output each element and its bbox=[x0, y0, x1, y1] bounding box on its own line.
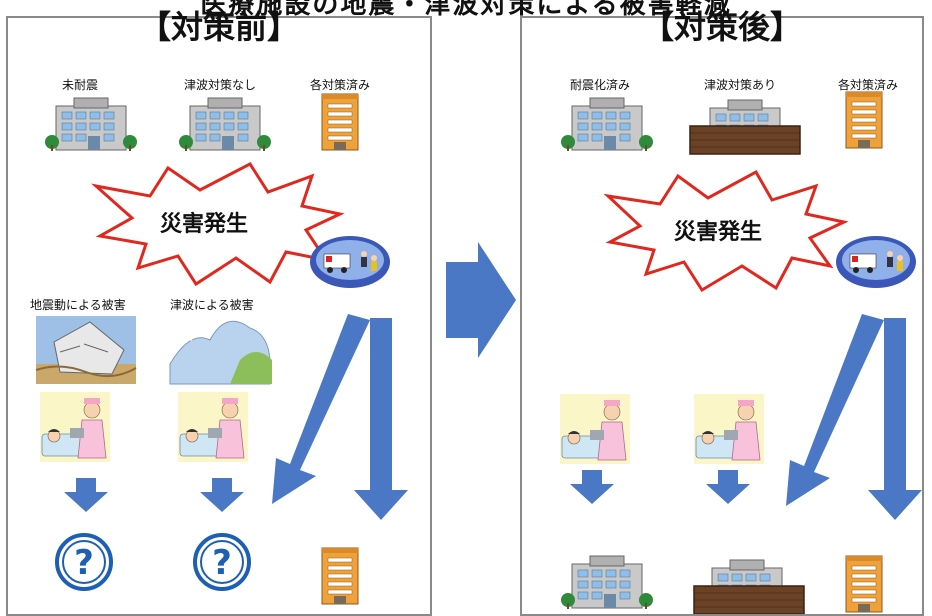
diagonal-arrow-before bbox=[272, 314, 370, 504]
building-no-tsunami-before bbox=[178, 97, 272, 152]
patient-scene-after-2 bbox=[693, 393, 765, 465]
rescue-image-after bbox=[835, 235, 917, 289]
tsunami-damage-image bbox=[168, 316, 272, 385]
building-orange-before bbox=[321, 93, 359, 151]
disaster-burst-after bbox=[603, 169, 849, 293]
center-arrow bbox=[446, 242, 516, 358]
after-title: 【対策後】 bbox=[641, 8, 802, 46]
top-title: 医療施設の地震・津波対策による被害軽減 bbox=[200, 0, 732, 20]
rescue-image-before bbox=[309, 235, 391, 289]
building-seawall-after bbox=[689, 99, 801, 155]
down-arrow-after-1 bbox=[570, 470, 614, 504]
question-icon-1 bbox=[55, 533, 113, 591]
vertical-arrow-before bbox=[354, 318, 408, 520]
building-reinforced-result bbox=[560, 555, 654, 610]
patient-scene-after-1 bbox=[559, 393, 631, 465]
building-orange-result-after bbox=[845, 555, 883, 613]
disaster-label-before: 災害発生 bbox=[160, 212, 249, 237]
label-unreinforced: 未耐震 bbox=[62, 78, 99, 92]
patient-scene-before-1 bbox=[39, 391, 111, 463]
label-no-tsunami-measure: 津波対策なし bbox=[184, 78, 257, 92]
label-tsunami-measure: 津波対策あり bbox=[704, 78, 777, 92]
label-all-measures-before: 各対策済み bbox=[310, 78, 371, 92]
down-arrow-before-2 bbox=[200, 478, 244, 512]
building-seawall-result bbox=[693, 559, 805, 614]
disaster-label-after: 災害発生 bbox=[674, 220, 763, 245]
building-unreinforced-before bbox=[44, 97, 138, 152]
label-earthquake-damage: 地震動による被害 bbox=[30, 298, 126, 312]
question-icon-2 bbox=[193, 533, 251, 591]
building-orange-after bbox=[845, 91, 883, 149]
earthquake-damage-image bbox=[35, 316, 137, 384]
building-reinforced-after bbox=[560, 97, 654, 152]
label-all-measures-after: 各対策済み bbox=[838, 78, 899, 92]
vertical-arrow-after bbox=[868, 318, 922, 520]
down-arrow-after-2 bbox=[706, 470, 750, 504]
diagonal-arrow-after bbox=[786, 314, 884, 506]
building-orange-result-before bbox=[321, 547, 359, 605]
patient-scene-before-2 bbox=[177, 391, 249, 463]
label-tsunami-damage: 津波による被害 bbox=[170, 298, 254, 312]
before-title: 【対策前】 bbox=[138, 8, 299, 46]
label-reinforced: 耐震化済み bbox=[570, 78, 631, 92]
down-arrow-before-1 bbox=[64, 478, 108, 512]
